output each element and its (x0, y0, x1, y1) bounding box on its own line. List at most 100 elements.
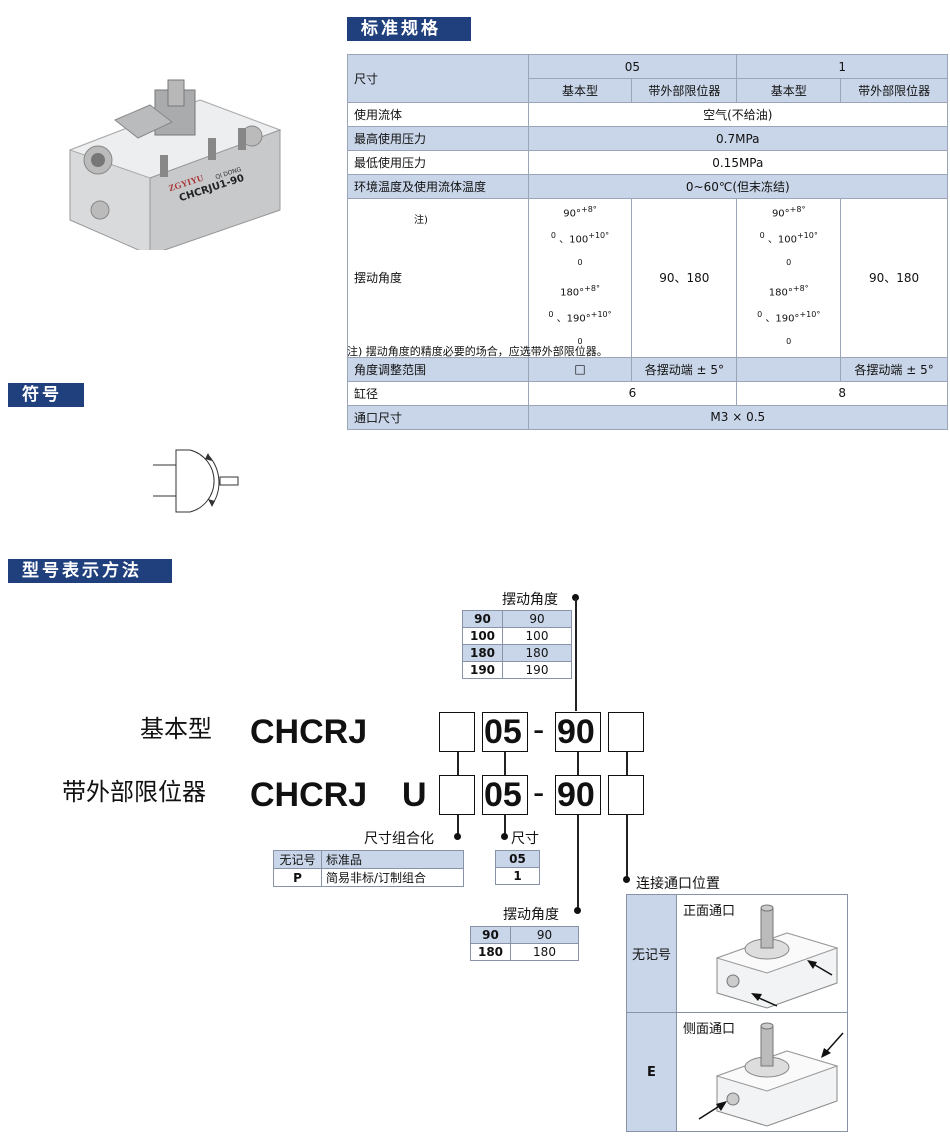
spec-size-label: 尺寸 (347, 54, 529, 103)
connector-dot (572, 594, 579, 601)
angle-code-basic: 90 (557, 713, 595, 751)
size-code-basic: 05 (484, 713, 522, 751)
spec-row-value: 空气(不给油) (527, 102, 949, 127)
swing-code: 90 (470, 926, 511, 944)
basic-type-label: 基本型 (140, 716, 212, 743)
spec-adjust-basic-1 (736, 356, 842, 382)
combo-code: 无记号 (273, 850, 322, 869)
connector-dot (574, 907, 581, 914)
spec-note: 注) 摆动角度的精度必要的场合，应选带外部限位器。 (347, 345, 608, 358)
spec-size-1: 1 (736, 54, 948, 79)
section-title-symbol: 符号 (8, 383, 84, 407)
swing-value: 180 (502, 644, 572, 662)
front-port-diagram (715, 904, 839, 1009)
code-box-size-basic (482, 712, 528, 752)
spec-adjust-ext-1: 各摆动端 ± 5° (840, 356, 948, 382)
connector-line (504, 752, 506, 775)
connector-line (626, 752, 628, 775)
spec-row-label: 最高使用压力 (347, 126, 529, 151)
port-image-cell: 正面通口 (677, 895, 847, 1013)
size-option: 05 (495, 850, 540, 868)
spec-basic-1: 基本型 (736, 78, 842, 103)
spec-row-label: 通口尺寸 (347, 404, 529, 430)
connector-line (575, 598, 577, 711)
spec-ext-05: 带外部限位器 (631, 78, 738, 103)
spec-row-value: 0.15MPa (527, 150, 949, 175)
spec-bore-1: 8 (736, 380, 948, 406)
code-box-port-basic (608, 712, 644, 752)
spec-adjust-basic-05: □ (527, 356, 633, 382)
swing-angle-title-top: 摆动角度 (502, 592, 558, 608)
swing-value: 180 (510, 943, 579, 961)
code-box-angle-basic (555, 712, 601, 752)
spec-angle-label-cell: 摆动角度 注) (347, 198, 529, 358)
model-code-ext: CHCRJ (250, 776, 368, 814)
swing-code: 190 (462, 661, 503, 679)
spec-row-label: 缸径 (347, 380, 529, 406)
size-title: 尺寸 (511, 831, 539, 847)
dash-basic: - (533, 711, 545, 749)
port-code: 无记号 (631, 948, 671, 963)
spec-size-05: 05 (527, 54, 738, 79)
ext-stopper-label: 带外部限位器 (62, 779, 206, 806)
spec-row-value: M3 × 0.5 (527, 404, 949, 430)
combo-desc: 标准品 (321, 850, 464, 869)
spec-angle-note-mark: 注) (414, 215, 428, 226)
dash-ext: - (533, 774, 545, 812)
section-title-spec: 标准规格 (347, 17, 471, 41)
section-title-model: 型号表示方法 (8, 559, 172, 583)
spec-row-value: 0~60℃(但末冻结) (527, 174, 949, 199)
size-option: 1 (495, 867, 540, 885)
swing-value: 90 (510, 926, 579, 944)
port-code-cell: E (627, 1013, 677, 1131)
spec-row-label: 使用流体 (347, 102, 529, 127)
connector-dot (623, 876, 630, 883)
connector-line (577, 752, 579, 775)
spec-row-label: 角度调整范围 (347, 356, 529, 382)
swing-code: 180 (462, 644, 503, 662)
combo-title: 尺寸组合化 (364, 831, 434, 847)
combo-code: P (273, 868, 322, 887)
connector-line (504, 815, 506, 837)
connector-dot (454, 833, 461, 840)
spec-adjust-ext-05: 各摆动端 ± 5° (631, 356, 738, 382)
connector-line (457, 815, 459, 837)
connector-line (626, 815, 628, 880)
swing-code: 90 (462, 610, 503, 628)
swing-angle-title-bottom: 摆动角度 (503, 907, 559, 923)
spec-bore-05: 6 (527, 380, 738, 406)
spec-angle-ext-05: 90、180 (631, 198, 738, 358)
swing-value: 190 (502, 661, 572, 679)
model-code-u: U (402, 776, 427, 814)
swing-code: 180 (470, 943, 511, 961)
swing-value: 90 (502, 610, 572, 628)
spec-angle-label: 摆动角度 (354, 271, 403, 286)
spec-basic-05: 基本型 (527, 78, 633, 103)
spec-row-value: 0.7MPa (527, 126, 949, 151)
port-table: 无记号 E 正面通口 侧面通口 (626, 894, 848, 1132)
port-code: E (647, 1064, 656, 1080)
code-box-size-ext (482, 775, 528, 815)
spec-row-label: 最低使用压力 (347, 150, 529, 175)
code-box-port-ext (608, 775, 644, 815)
product-photo: ZGYIYU QI DONG CHCRJU1-90 (60, 60, 300, 256)
spec-angle-ext-1: 90、180 (840, 198, 948, 358)
size-code-ext: 05 (484, 776, 522, 814)
port-desc: 正面通口 (683, 904, 736, 919)
connector-line (577, 815, 579, 910)
port-image-cell: 侧面通口 (677, 1013, 847, 1131)
angle-code-ext: 90 (557, 776, 595, 814)
connector-line (457, 752, 459, 775)
port-desc: 侧面通口 (683, 1022, 736, 1037)
port-code-cell: 无记号 (627, 895, 677, 1013)
spec-table: 尺寸 05 1 基本型 带外部限位器 基本型 带外部限位器 使用流体 空气(不给… (347, 54, 949, 430)
connector-dot (501, 833, 508, 840)
combo-desc: 简易非标/订制组合 (321, 868, 464, 887)
size-table: 05 1 (495, 850, 540, 885)
spec-row-label: 环境温度及使用流体温度 (347, 174, 529, 199)
